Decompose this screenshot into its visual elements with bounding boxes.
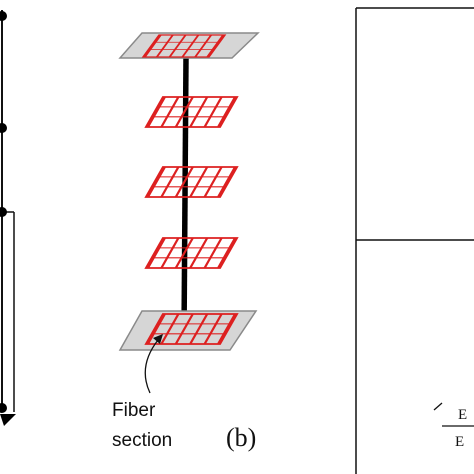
- annotation-line2: section: [112, 430, 172, 451]
- support-icon: [0, 414, 16, 426]
- right-panel-partial: E E: [355, 7, 474, 474]
- fiber-grid-2: [147, 97, 236, 127]
- node-dot: [0, 207, 7, 217]
- fraction-numerator: E: [458, 407, 467, 423]
- annotation-line1: Fiber: [112, 400, 156, 421]
- fiber-grid-4: [147, 238, 236, 268]
- node-dot: [0, 123, 7, 133]
- annotation-arrow: [144, 339, 159, 394]
- fraction-denominator: E: [455, 434, 464, 450]
- fiber-grid-3: [147, 167, 236, 197]
- node-dot: [0, 403, 7, 413]
- top-plate: [118, 32, 260, 59]
- panel-label: (b): [226, 423, 256, 452]
- left-panel-partial: [0, 10, 16, 426]
- arrowhead-icon: [153, 334, 163, 344]
- node-dot: [0, 11, 7, 21]
